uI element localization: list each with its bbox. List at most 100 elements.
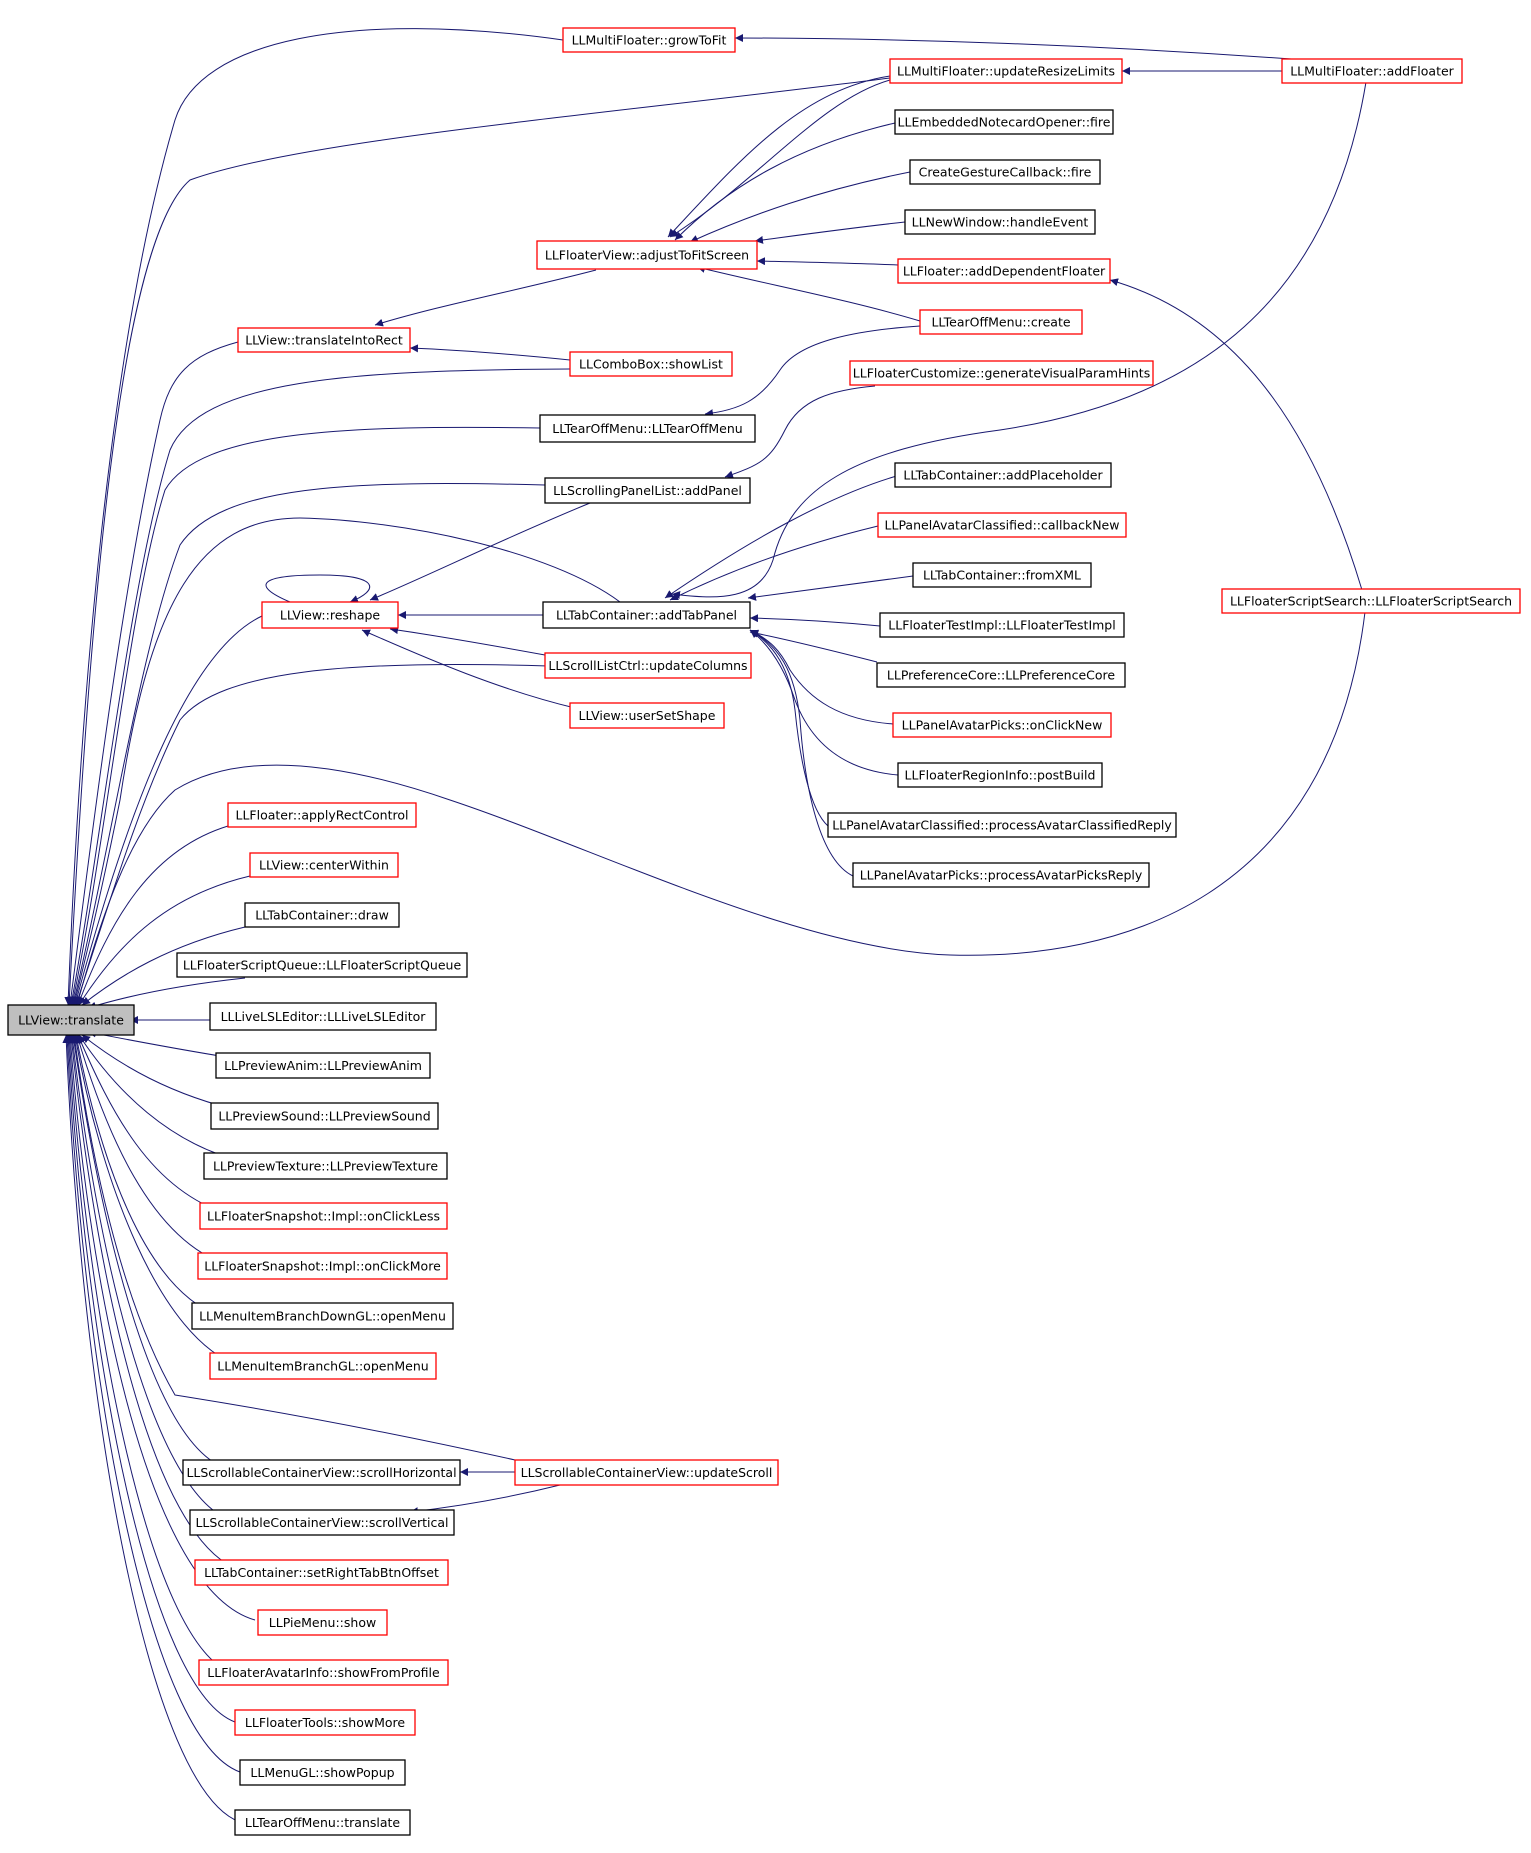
node-box [909, 159, 1101, 185]
node-label: LLFloaterSnapshot::Impl::onClickMore [204, 1259, 441, 1274]
node-box [176, 952, 468, 978]
node-box [215, 1052, 431, 1079]
node-translateIntoRect[interactable]: LLView::translateIntoRect [237, 327, 411, 353]
node-box [227, 802, 417, 828]
node-addDependentFloater[interactable]: LLFloater::addDependentFloater [897, 258, 1111, 284]
node-scrollVertical[interactable]: LLScrollableContainerView::scrollVertica… [189, 1509, 455, 1536]
node-growToFit[interactable]: LLMultiFloater::growToFit [562, 27, 736, 53]
node-box [257, 1609, 388, 1636]
node-box [569, 702, 725, 729]
node-box [209, 1002, 437, 1031]
node-box [889, 58, 1123, 84]
edge-notecardFire-adjust [674, 122, 896, 241]
node-tearOffTranslate[interactable]: LLTearOffMenu::translate [234, 1809, 411, 1836]
node-updateResizeLimits[interactable]: LLMultiFloater::updateResizeLimits [889, 58, 1123, 84]
node-centerWithin[interactable]: LLView::centerWithin [249, 852, 399, 878]
edge-regionPostBuild-addTabPanel [749, 629, 899, 776]
node-label: LLView::translateIntoRect [245, 333, 403, 348]
node-regionPostBuild[interactable]: LLFloaterRegionInfo::postBuild [897, 762, 1103, 788]
node-classifiedReply[interactable]: LLPanelAvatarClassified::processAvatarCl… [827, 812, 1177, 838]
node-label: LLView::reshape [280, 608, 381, 623]
edge-adjust-translateIntoRect [374, 269, 597, 327]
node-reshape[interactable]: LLView::reshape [261, 601, 399, 629]
node-tearOffCtor[interactable]: LLTearOffMenu::LLTearOffMenu [539, 414, 756, 443]
node-updateColumns[interactable]: LLScrollListCtrl::updateColumns [544, 652, 752, 679]
node-toolsShowMore[interactable]: LLFloaterTools::showMore [234, 1709, 416, 1736]
node-avatarInfo[interactable]: LLFloaterAvatarInfo::showFromProfile [198, 1659, 449, 1686]
node-label: LLPieMenu::show [269, 1615, 376, 1630]
node-box [852, 862, 1150, 888]
node-box [897, 762, 1103, 788]
edge-snapMore-root [75, 1034, 229, 1266]
edge-scriptQueue-root [87, 977, 246, 1010]
node-pieShow[interactable]: LLPieMenu::show [257, 1609, 388, 1636]
node-gestureFire[interactable]: CreateGestureCallback::fire [909, 159, 1101, 185]
call-edges [62, 28, 1367, 1823]
node-label: LLView::centerWithin [259, 858, 389, 873]
node-adjustToFitScreen[interactable]: LLFloaterView::adjustToFitScreen [536, 240, 758, 270]
edge-reshape-root [73, 615, 263, 1006]
edge-tearOffCreate-adjust [696, 265, 921, 322]
node-label: LLTearOffMenu::LLTearOffMenu [552, 421, 742, 436]
node-picksOnClickNew[interactable]: LLPanelAvatarPicks::onClickNew [892, 712, 1112, 738]
edge-classifiedReply-addTabPanel [749, 629, 829, 827]
node-callbackNew[interactable]: LLPanelAvatarClassified::callbackNew [877, 512, 1127, 538]
node-box [234, 1709, 416, 1736]
node-notecardFire[interactable]: LLEmbeddedNotecardOpener::fire [894, 109, 1114, 135]
node-setRightTab[interactable]: LLTabContainer::setRightTabBtnOffset [194, 1559, 449, 1586]
node-applyRectControl[interactable]: LLFloater::applyRectControl [227, 802, 417, 828]
node-scriptQueue[interactable]: LLFloaterScriptQueue::LLFloaterScriptQue… [176, 952, 468, 978]
node-previewAnim[interactable]: LLPreviewAnim::LLPreviewAnim [215, 1052, 431, 1079]
node-scrollHorizontal[interactable]: LLScrollableContainerView::scrollHorizon… [182, 1459, 461, 1486]
node-tabDraw[interactable]: LLTabContainer::draw [244, 902, 400, 928]
node-label: LLNewWindow::handleEvent [912, 215, 1089, 230]
node-box [876, 662, 1126, 688]
node-showList[interactable]: LLComboBox::showList [569, 351, 733, 377]
node-snapMore[interactable]: LLFloaterSnapshot::Impl::onClickMore [197, 1252, 448, 1280]
node-genVisualParamHints[interactable]: LLFloaterCustomize::generateVisualParamH… [849, 360, 1154, 386]
node-branchDownOpen[interactable]: LLMenuItemBranchDownGL::openMenu [191, 1302, 454, 1330]
node-prefCore[interactable]: LLPreferenceCore::LLPreferenceCore [876, 662, 1126, 688]
node-addTabPanel[interactable]: LLTabContainer::addTabPanel [542, 601, 751, 629]
node-addFloater[interactable]: LLMultiFloater::addFloater [1281, 58, 1463, 84]
node-label: LLComboBox::showList [579, 357, 723, 372]
edge-growToFit-root [64, 28, 564, 1006]
node-label: LLView::userSetShape [579, 708, 716, 723]
node-newWindow[interactable]: LLNewWindow::handleEvent [904, 209, 1096, 235]
node-box [239, 1759, 406, 1786]
node-box [536, 240, 758, 270]
node-label: LLFloaterAvatarInfo::showFromProfile [207, 1665, 440, 1680]
node-label: LLFloaterScriptSearch::LLFloaterScriptSe… [1230, 594, 1512, 609]
node-label: LLPreviewAnim::LLPreviewAnim [224, 1058, 422, 1073]
node-testImpl[interactable]: LLFloaterTestImpl::LLFloaterTestImpl [879, 612, 1125, 638]
node-label: LLMultiFloater::updateResizeLimits [897, 64, 1115, 79]
edge-pieShow-root [66, 1034, 256, 1621]
node-scriptSearch[interactable]: LLFloaterScriptSearch::LLFloaterScriptSe… [1221, 588, 1521, 614]
edge-centerWithin-root [78, 875, 251, 1006]
edge-tearOffCtor-root [69, 426, 541, 1006]
node-box [562, 27, 736, 53]
node-addPlaceholder[interactable]: LLTabContainer::addPlaceholder [894, 462, 1112, 488]
node-updateScroll[interactable]: LLScrollableContainerView::updateScroll [514, 1459, 779, 1486]
node-snapLess[interactable]: LLFloaterSnapshot::Impl::onClickLess [199, 1202, 448, 1230]
edge-userSetShape-reshape [361, 629, 576, 709]
edge-addPlaceholder-addTabPanel [664, 474, 901, 599]
edge-menuPopup-root [63, 1034, 241, 1773]
node-tearOffCreate[interactable]: LLTearOffMenu::create [919, 309, 1083, 335]
node-picksReply[interactable]: LLPanelAvatarPicks::processAvatarPicksRe… [852, 862, 1150, 888]
node-fromXML[interactable]: LLTabContainer::fromXML [912, 562, 1092, 588]
edge-fromXML-addTabPanel [747, 575, 914, 601]
node-label: LLFloaterCustomize::generateVisualParamH… [853, 366, 1150, 381]
node-branchOpen[interactable]: LLMenuItemBranchGL::openMenu [209, 1352, 437, 1380]
node-root: LLView::translate [7, 1004, 135, 1036]
node-liveLSL[interactable]: LLLiveLSLEditor::LLLiveLSLEditor [209, 1002, 437, 1031]
node-menuPopup[interactable]: LLMenuGL::showPopup [239, 1759, 406, 1786]
node-previewSound[interactable]: LLPreviewSound::LLPreviewSound [210, 1102, 439, 1130]
edge-scriptSearch-addDependentFloater [1109, 278, 1363, 591]
node-box [198, 1659, 449, 1686]
node-userSetShape[interactable]: LLView::userSetShape [569, 702, 725, 729]
node-previewTexture[interactable]: LLPreviewTexture::LLPreviewTexture [203, 1152, 448, 1180]
node-addPanelScroll[interactable]: LLScrollingPanelList::addPanel [544, 477, 751, 504]
node-box [544, 652, 752, 679]
node-label: LLFloaterTools::showMore [245, 1715, 405, 1730]
